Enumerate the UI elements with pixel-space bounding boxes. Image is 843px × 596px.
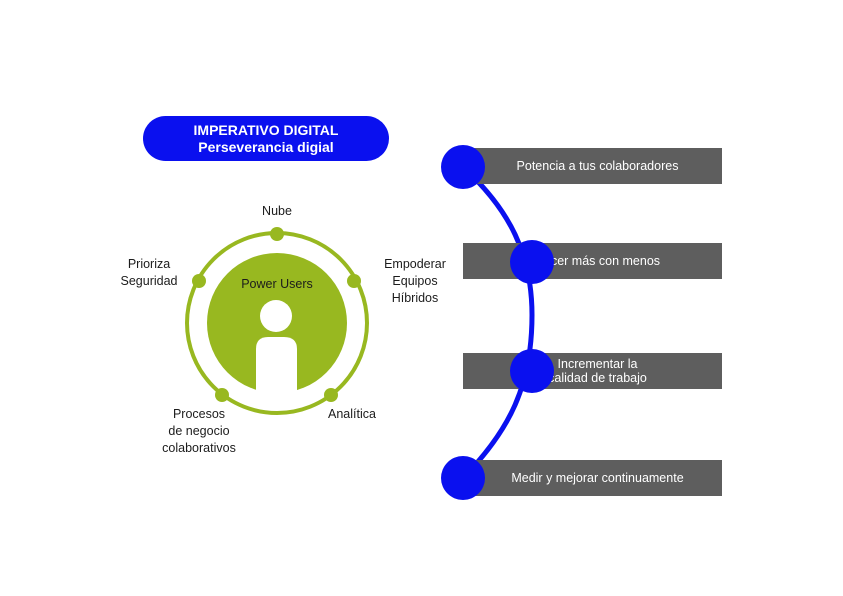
step-bar-4: Medir y mejorar continuamente [463,460,722,496]
step-2-text: Hacer más con menos [534,254,661,268]
step-3-text-line1: Incrementar la [557,357,638,371]
node-dot-procesos [215,388,229,402]
node-label-prioriza: Prioriza Seguridad [120,257,178,288]
node-dot-nube [270,227,284,241]
step-bar-1: Potencia a tus colaboradores [463,148,722,184]
node-dot-analitica [324,388,338,402]
center-label: Power Users [241,277,313,291]
node-label-empoderar: Empoderar Equipos Híbridos [384,257,446,305]
node-label-analitica: Analítica [328,407,376,421]
node-label-nube: Nube [262,204,292,218]
title-line1: IMPERATIVO DIGITAL [193,121,339,138]
step-1-text: Potencia a tus colaboradores [516,159,679,173]
node-dot-empoderar [347,274,361,288]
title-line2: Perseverancia digial [198,138,334,155]
title-pill: IMPERATIVO DIGITAL Perseverancia digial [143,116,389,161]
step-bar-3: Incrementar la calidad de trabajo [463,353,722,389]
step-4-text: Medir y mejorar continuamente [511,471,684,485]
node-label-procesos: Procesos de negocio colaborativos [162,407,236,455]
step-3-text-line2: calidad de trabajo [548,371,647,385]
timeline-arc [461,165,535,480]
person-icon [256,300,297,393]
step-bar-2: Hacer más con menos [463,243,722,279]
node-dot-prioriza [192,274,206,288]
